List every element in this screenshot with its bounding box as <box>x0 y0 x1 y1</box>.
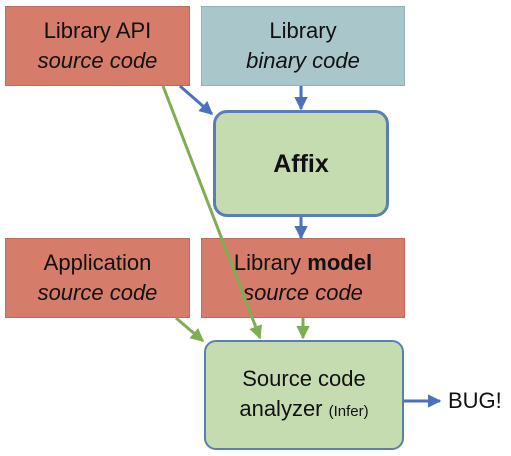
application-title: Application <box>43 250 152 275</box>
library-model-subtitle: source code <box>243 280 363 305</box>
library-binary-title: Library <box>269 18 337 43</box>
library-api-title: Library API <box>43 18 152 43</box>
analyzer-subtitle: analyzer (Infer) <box>239 394 368 427</box>
library-api-source-box: Library API source code <box>5 6 190 86</box>
analyzer-subtitle-main: analyzer <box>239 395 329 421</box>
arrow-api-to-affix <box>179 84 214 116</box>
application-subtitle: source code <box>37 280 158 305</box>
affix-box: Affix <box>213 110 389 217</box>
analyzer-title: Source code <box>242 365 366 391</box>
library-binary-box: Library binary code <box>201 6 405 86</box>
library-api-subtitle: source code <box>37 48 158 73</box>
arrow-app-to-analyzer <box>175 316 205 343</box>
source-code-analyzer-box: Source code analyzer (Infer) <box>204 340 404 450</box>
library-model-title-prefix: Library <box>233 250 308 275</box>
library-binary-subtitle: binary code <box>246 48 360 73</box>
library-model-box: Library model source code <box>201 238 405 318</box>
library-model-title-bold: model <box>307 250 373 275</box>
bug-output-label: BUG! <box>448 388 502 413</box>
affix-label: Affix <box>273 149 329 178</box>
application-source-box: Application source code <box>5 238 190 318</box>
analyzer-subtitle-tool: (Infer) <box>328 402 369 420</box>
library-model-title: Library model <box>234 248 372 278</box>
